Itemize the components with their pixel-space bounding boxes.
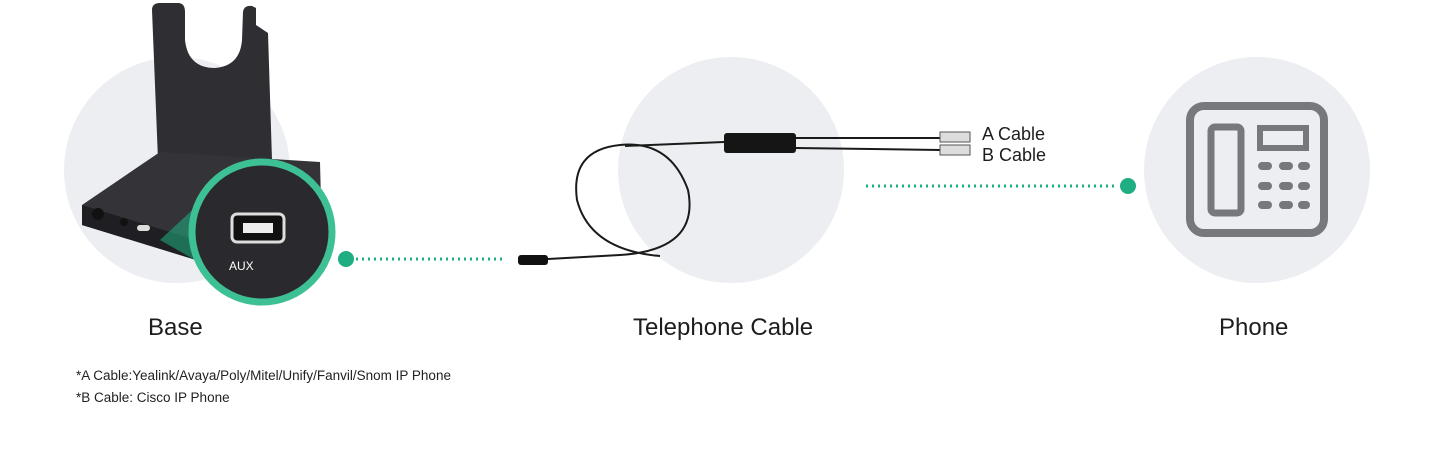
phone-keypad-icon bbox=[1258, 162, 1310, 209]
base-label: Base bbox=[148, 314, 203, 341]
phone-label: Phone bbox=[1219, 314, 1289, 341]
telephone-cable-label: Telephone Cable bbox=[633, 314, 814, 341]
cable-backdrop-circle bbox=[618, 57, 844, 283]
base-device-image bbox=[82, 3, 336, 306]
b-cable-tag: B Cable bbox=[982, 145, 1047, 165]
aux-port-label: AUX bbox=[229, 259, 254, 273]
telephone-cable-image bbox=[518, 131, 971, 265]
phone-icon bbox=[1186, 102, 1328, 237]
a-cable-note: *A Cable:Yealink/Avaya/Poly/Mitel/Unify/… bbox=[76, 368, 451, 383]
b-cable-note: *B Cable: Cisco IP Phone bbox=[76, 390, 230, 405]
phone-connector-dot bbox=[1120, 178, 1136, 194]
a-cable-tag: A Cable bbox=[982, 124, 1046, 144]
base-connector-dot bbox=[338, 251, 354, 267]
phone-backdrop-circle bbox=[1144, 57, 1370, 283]
